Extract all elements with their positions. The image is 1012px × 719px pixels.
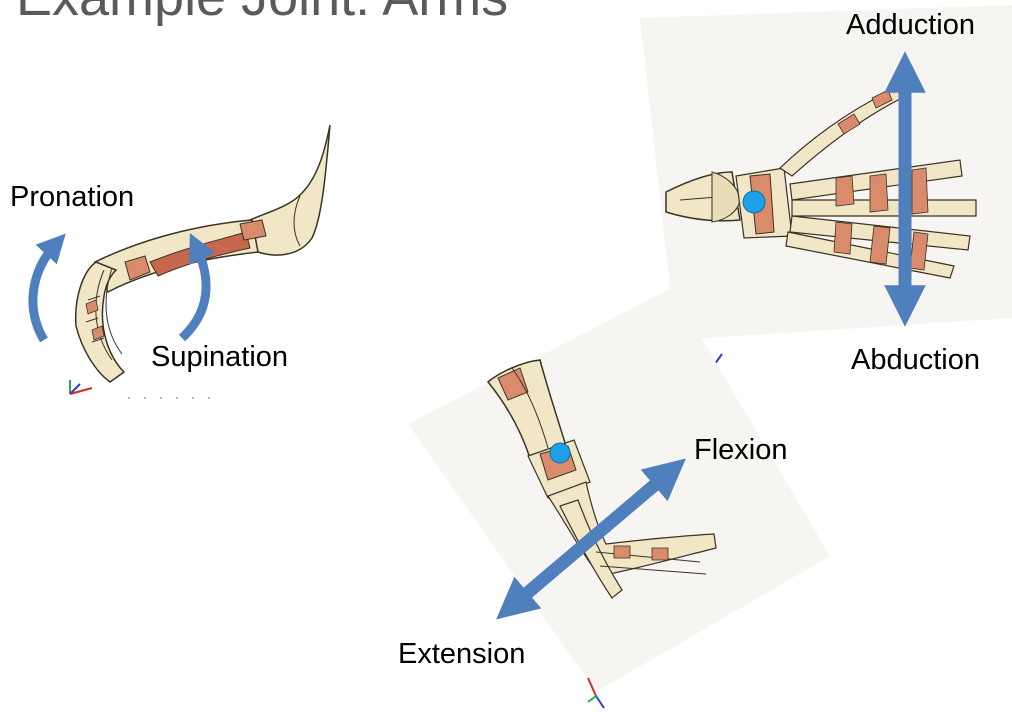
slide-title: Example Joint: Arms bbox=[16, 0, 508, 24]
wrist-joint-marker-top bbox=[743, 191, 765, 213]
label-extension: Extension bbox=[398, 640, 525, 669]
axis-triad-icon bbox=[70, 380, 92, 394]
wrist-joint-marker-side bbox=[550, 443, 570, 463]
label-flexion: Flexion bbox=[694, 436, 788, 465]
label-adduction: Adduction bbox=[846, 11, 975, 40]
label-supination: Supination bbox=[151, 343, 288, 372]
hand-top-view-illustration bbox=[640, 5, 1012, 340]
pronation-arrow bbox=[33, 244, 56, 340]
label-pronation: Pronation bbox=[10, 183, 134, 212]
hand-side-view-illustration bbox=[408, 288, 830, 692]
label-abduction: Abduction bbox=[851, 346, 980, 375]
